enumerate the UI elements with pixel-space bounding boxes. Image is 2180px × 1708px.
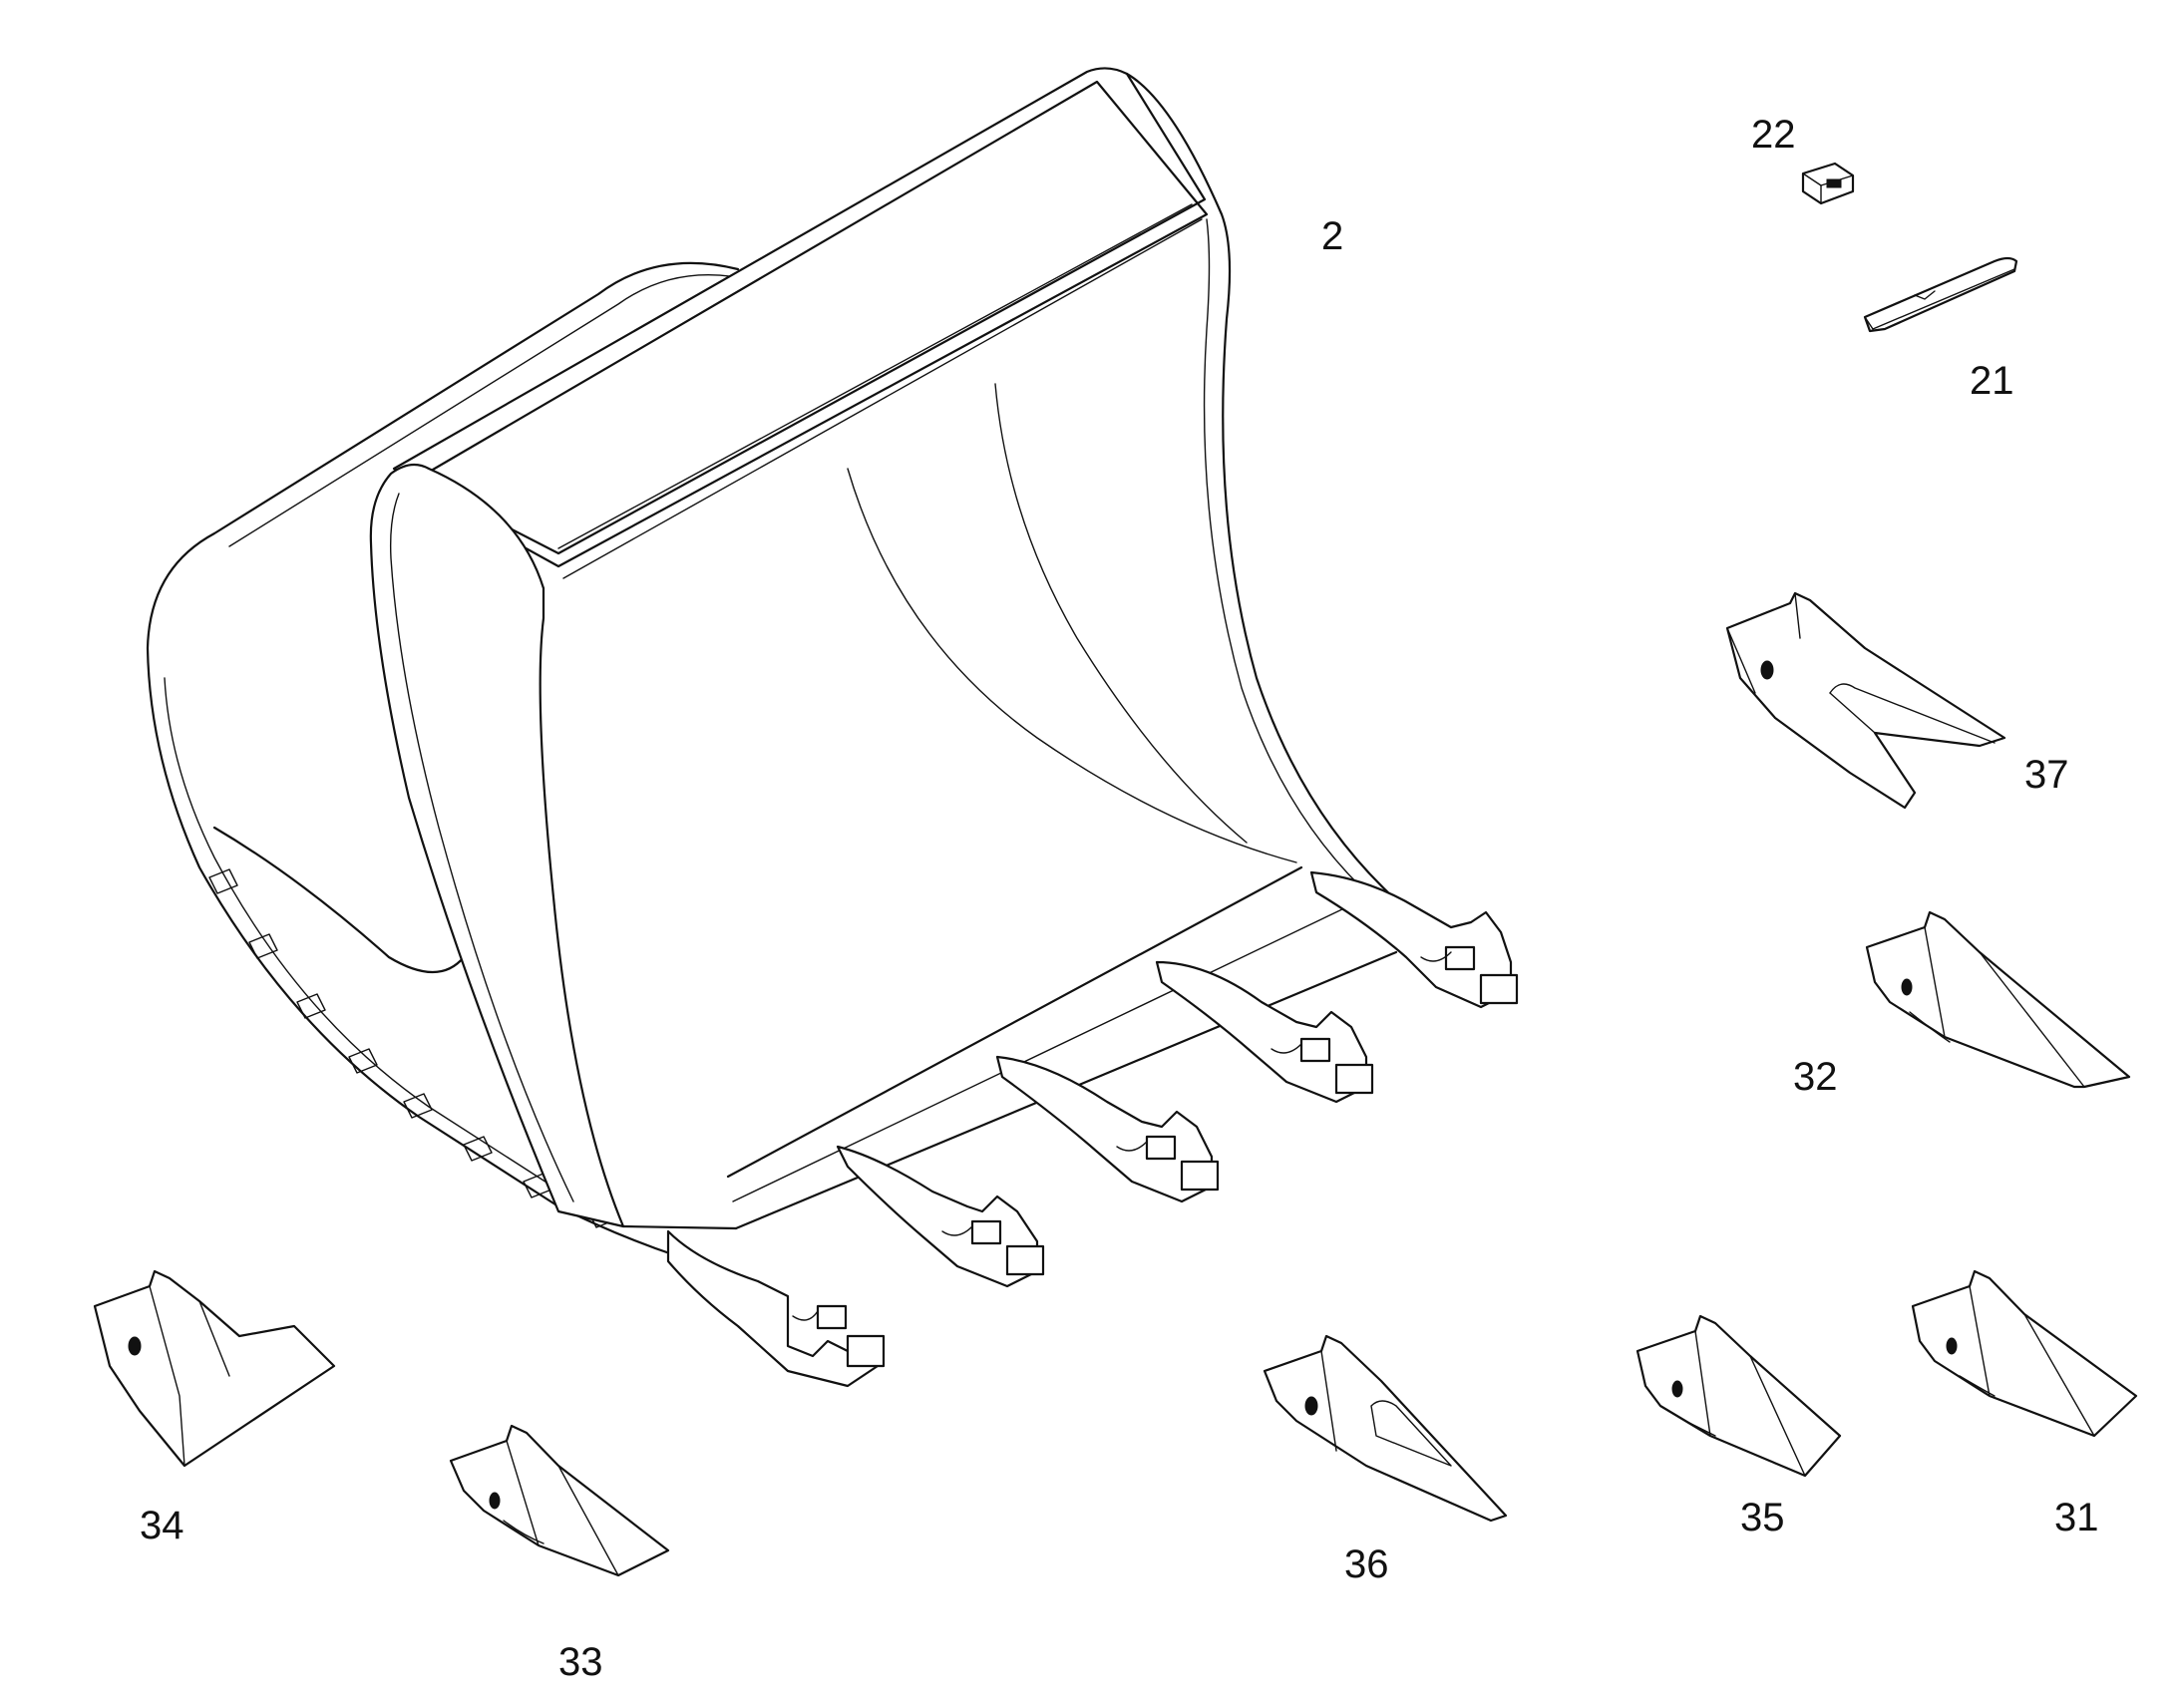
label-part-22: 22 bbox=[1751, 113, 1796, 157]
part-37-tooth bbox=[1725, 591, 2006, 810]
adapter-tooth-2 bbox=[836, 1145, 1045, 1288]
adapter-tooth-5 bbox=[1309, 870, 1519, 1009]
label-part-37: 37 bbox=[2024, 753, 2069, 797]
label-part-21: 21 bbox=[1970, 359, 2014, 403]
label-part-31: 31 bbox=[2054, 1496, 2099, 1539]
label-part-36: 36 bbox=[1344, 1542, 1389, 1586]
part-36-tooth bbox=[1263, 1334, 1508, 1523]
label-bucket: 2 bbox=[1321, 214, 1343, 258]
adapter-tooth-1 bbox=[666, 1229, 886, 1388]
part-32-tooth bbox=[1865, 910, 2131, 1089]
part-31-tooth bbox=[1911, 1269, 2138, 1438]
part-34-tooth bbox=[93, 1269, 336, 1468]
part-22-lock bbox=[1801, 162, 1855, 205]
label-part-33: 33 bbox=[558, 1640, 603, 1684]
part-33-tooth bbox=[449, 1424, 670, 1577]
label-part-32: 32 bbox=[1793, 1055, 1838, 1099]
bucket bbox=[146, 67, 1519, 1388]
label-part-35: 35 bbox=[1740, 1496, 1785, 1539]
adapter-tooth-3 bbox=[995, 1055, 1220, 1203]
adapter-tooth-4 bbox=[1155, 960, 1374, 1104]
part-21-pin bbox=[1863, 256, 2018, 333]
label-part-34: 34 bbox=[140, 1504, 184, 1547]
part-35-tooth bbox=[1635, 1314, 1842, 1478]
